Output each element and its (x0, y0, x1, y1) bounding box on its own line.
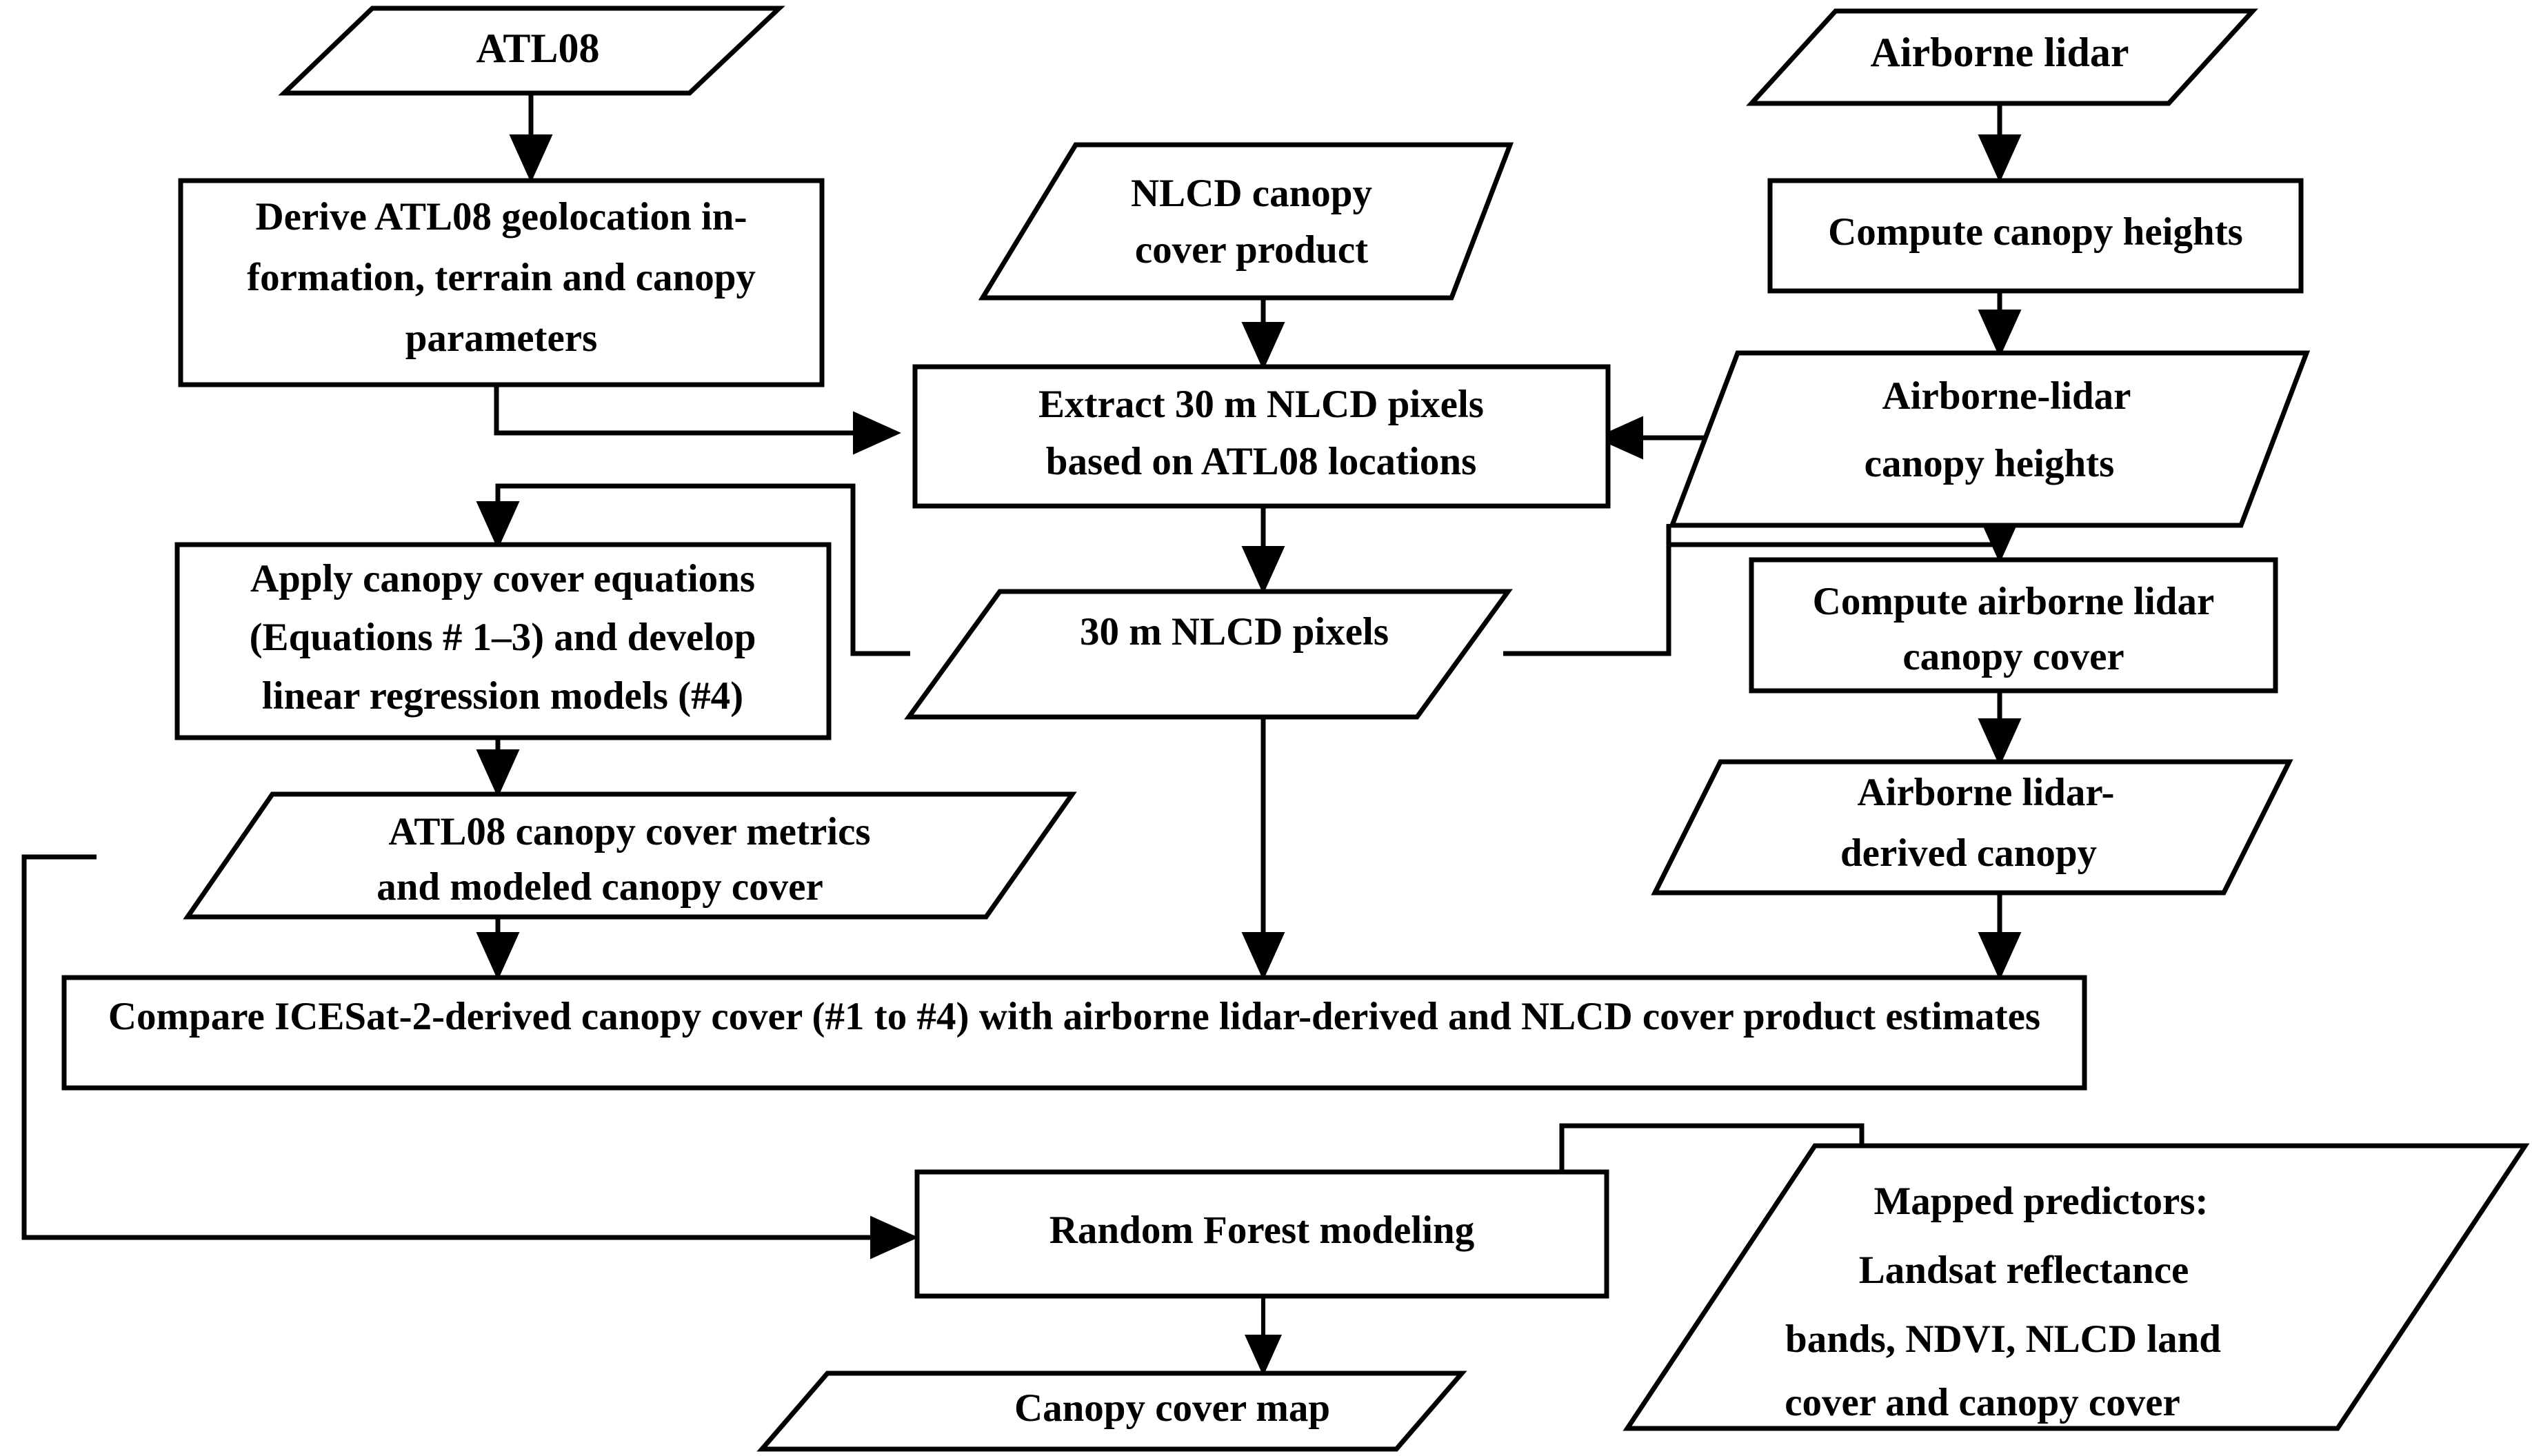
compute-airborne-lidar-canopy-cover-line-1: Compute airborne lidar (1813, 580, 2215, 623)
edge-lidar-heights-to-compute-cover (1666, 515, 2022, 563)
node-nlcd-canopy-cover-product[interactable]: NLCD canopy cover product (978, 142, 1514, 301)
compare-icesat2-label: Compare ICESat-2-derived canopy cover (#… (108, 995, 2040, 1038)
node-extract-30m-nlcd[interactable]: Extract 30 m NLCD pixels based on ATL08 … (912, 364, 1611, 509)
compute-airborne-lidar-canopy-cover-shape (1749, 557, 2278, 694)
30m-nlcd-pixels-label: 30 m NLCD pixels (1080, 610, 1389, 654)
extract-30m-nlcd-shape (912, 364, 1611, 509)
atl08-canopy-cover-metrics-line-1: ATL08 canopy cover metrics (388, 810, 870, 853)
random-forest-modeling-label: Random Forest modeling (1049, 1209, 1474, 1252)
airborne-lidar-canopy-heights-shape (1668, 350, 2311, 528)
mapped-predictors-line-4: cover and canopy cover (1785, 1381, 2180, 1424)
edge-metrics-to-random-forest (21, 854, 918, 1260)
derive-atl08-line-1: Derive ATL08 geolocation in- (256, 195, 747, 239)
airborne-lidar-canopy-heights-line-1: Airborne-lidar (1882, 374, 2131, 418)
node-mapped-predictors[interactable]: Mapped predictors: Landsat reflectance b… (1622, 1143, 2530, 1431)
node-airborne-lidar-canopy-heights[interactable]: Airborne-lidar canopy heights (1668, 350, 2311, 528)
compute-airborne-lidar-canopy-cover-line-2: canopy cover (1902, 635, 2124, 678)
atl08-canopy-cover-metrics-line-2: and modeled canopy cover (376, 865, 823, 909)
apply-canopy-cover-equations-line-2: (Equations # 1–3) and develop (250, 616, 756, 659)
derive-atl08-line-2: formation, terrain and canopy (247, 256, 756, 299)
compute-canopy-heights-shape (1767, 178, 2304, 294)
mapped-predictors-line-3: bands, NDVI, NLCD land (1785, 1317, 2221, 1361)
derive-atl08-line-3: parameters (405, 316, 598, 360)
node-compute-airborne-lidar-canopy-cover[interactable]: Compute airborne lidar canopy cover (1749, 557, 2278, 694)
airborne-lidar-derived-canopy-line-2: derived canopy (1840, 831, 2097, 875)
nlcd-canopy-cover-product-line-2: cover product (1135, 228, 1368, 272)
airborne-lidar-derived-canopy-line-1: Airborne lidar- (1857, 771, 2114, 814)
compute-canopy-heights-label: Compute canopy heights (1828, 210, 2243, 254)
atl08-shape (278, 6, 785, 96)
apply-canopy-cover-equations-shape (174, 542, 832, 740)
node-canopy-cover-map[interactable]: Canopy cover map (756, 1371, 1467, 1452)
node-random-forest-modeling[interactable]: Random Forest modeling (914, 1169, 1609, 1299)
30m-nlcd-pixels-shape (904, 589, 1513, 720)
atl08-canopy-cover-metrics-shape (183, 791, 1077, 920)
airborne-lidar-shape (1746, 8, 2258, 106)
node-airborne-lidar-derived-canopy[interactable]: Airborne lidar- derived canopy (1651, 759, 2293, 896)
edge-30m-pixels-to-compute-cover (1503, 545, 1671, 656)
extract-30m-nlcd-line-2: based on ATL08 locations (1046, 440, 1477, 483)
airborne-lidar-derived-canopy-shape (1651, 759, 2293, 896)
random-forest-modeling-shape (914, 1169, 1609, 1299)
node-atl08[interactable]: ATL08 (278, 6, 785, 96)
derive-atl08-shape (178, 178, 825, 387)
node-airborne-lidar[interactable]: Airborne lidar (1746, 8, 2258, 106)
compare-icesat2-shape (61, 975, 2087, 1091)
extract-30m-nlcd-line-1: Extract 30 m NLCD pixels (1038, 383, 1484, 426)
mapped-predictors-shape (1622, 1143, 2530, 1431)
edge-derive-to-extract (494, 383, 901, 455)
apply-canopy-cover-equations-line-3: linear regression models (#4) (262, 674, 743, 718)
mapped-predictors-line-2: Landsat reflectance (1859, 1248, 2189, 1292)
airborne-lidar-canopy-heights-line-2: canopy heights (1865, 442, 2115, 485)
node-derive-atl08[interactable]: Derive ATL08 geolocation in- formation, … (178, 178, 825, 387)
nlcd-canopy-cover-product-shape (978, 142, 1514, 301)
edge-30m-pixels-to-apply-equations (476, 483, 910, 656)
edge-layer (21, 93, 2022, 1376)
mapped-predictors-line-1: Mapped predictors: (1873, 1180, 2208, 1223)
node-atl08-canopy-cover-metrics[interactable]: ATL08 canopy cover metrics and modeled c… (183, 791, 1077, 920)
node-compute-canopy-heights[interactable]: Compute canopy heights (1767, 178, 2304, 294)
canopy-cover-map-label: Canopy cover map (1014, 1386, 1330, 1430)
airborne-lidar-label: Airborne lidar (1871, 30, 2129, 75)
atl08-label: ATL08 (476, 26, 600, 71)
nlcd-canopy-cover-product-line-1: NLCD canopy (1131, 172, 1372, 215)
node-apply-canopy-cover-equations[interactable]: Apply canopy cover equations (Equations … (174, 542, 832, 740)
node-30m-nlcd-pixels[interactable]: 30 m NLCD pixels (904, 589, 1513, 720)
apply-canopy-cover-equations-line-1: Apply canopy cover equations (250, 557, 755, 600)
node-compare-icesat2[interactable]: Compare ICESat-2-derived canopy cover (#… (61, 975, 2087, 1091)
canopy-cover-map-shape (756, 1371, 1467, 1452)
